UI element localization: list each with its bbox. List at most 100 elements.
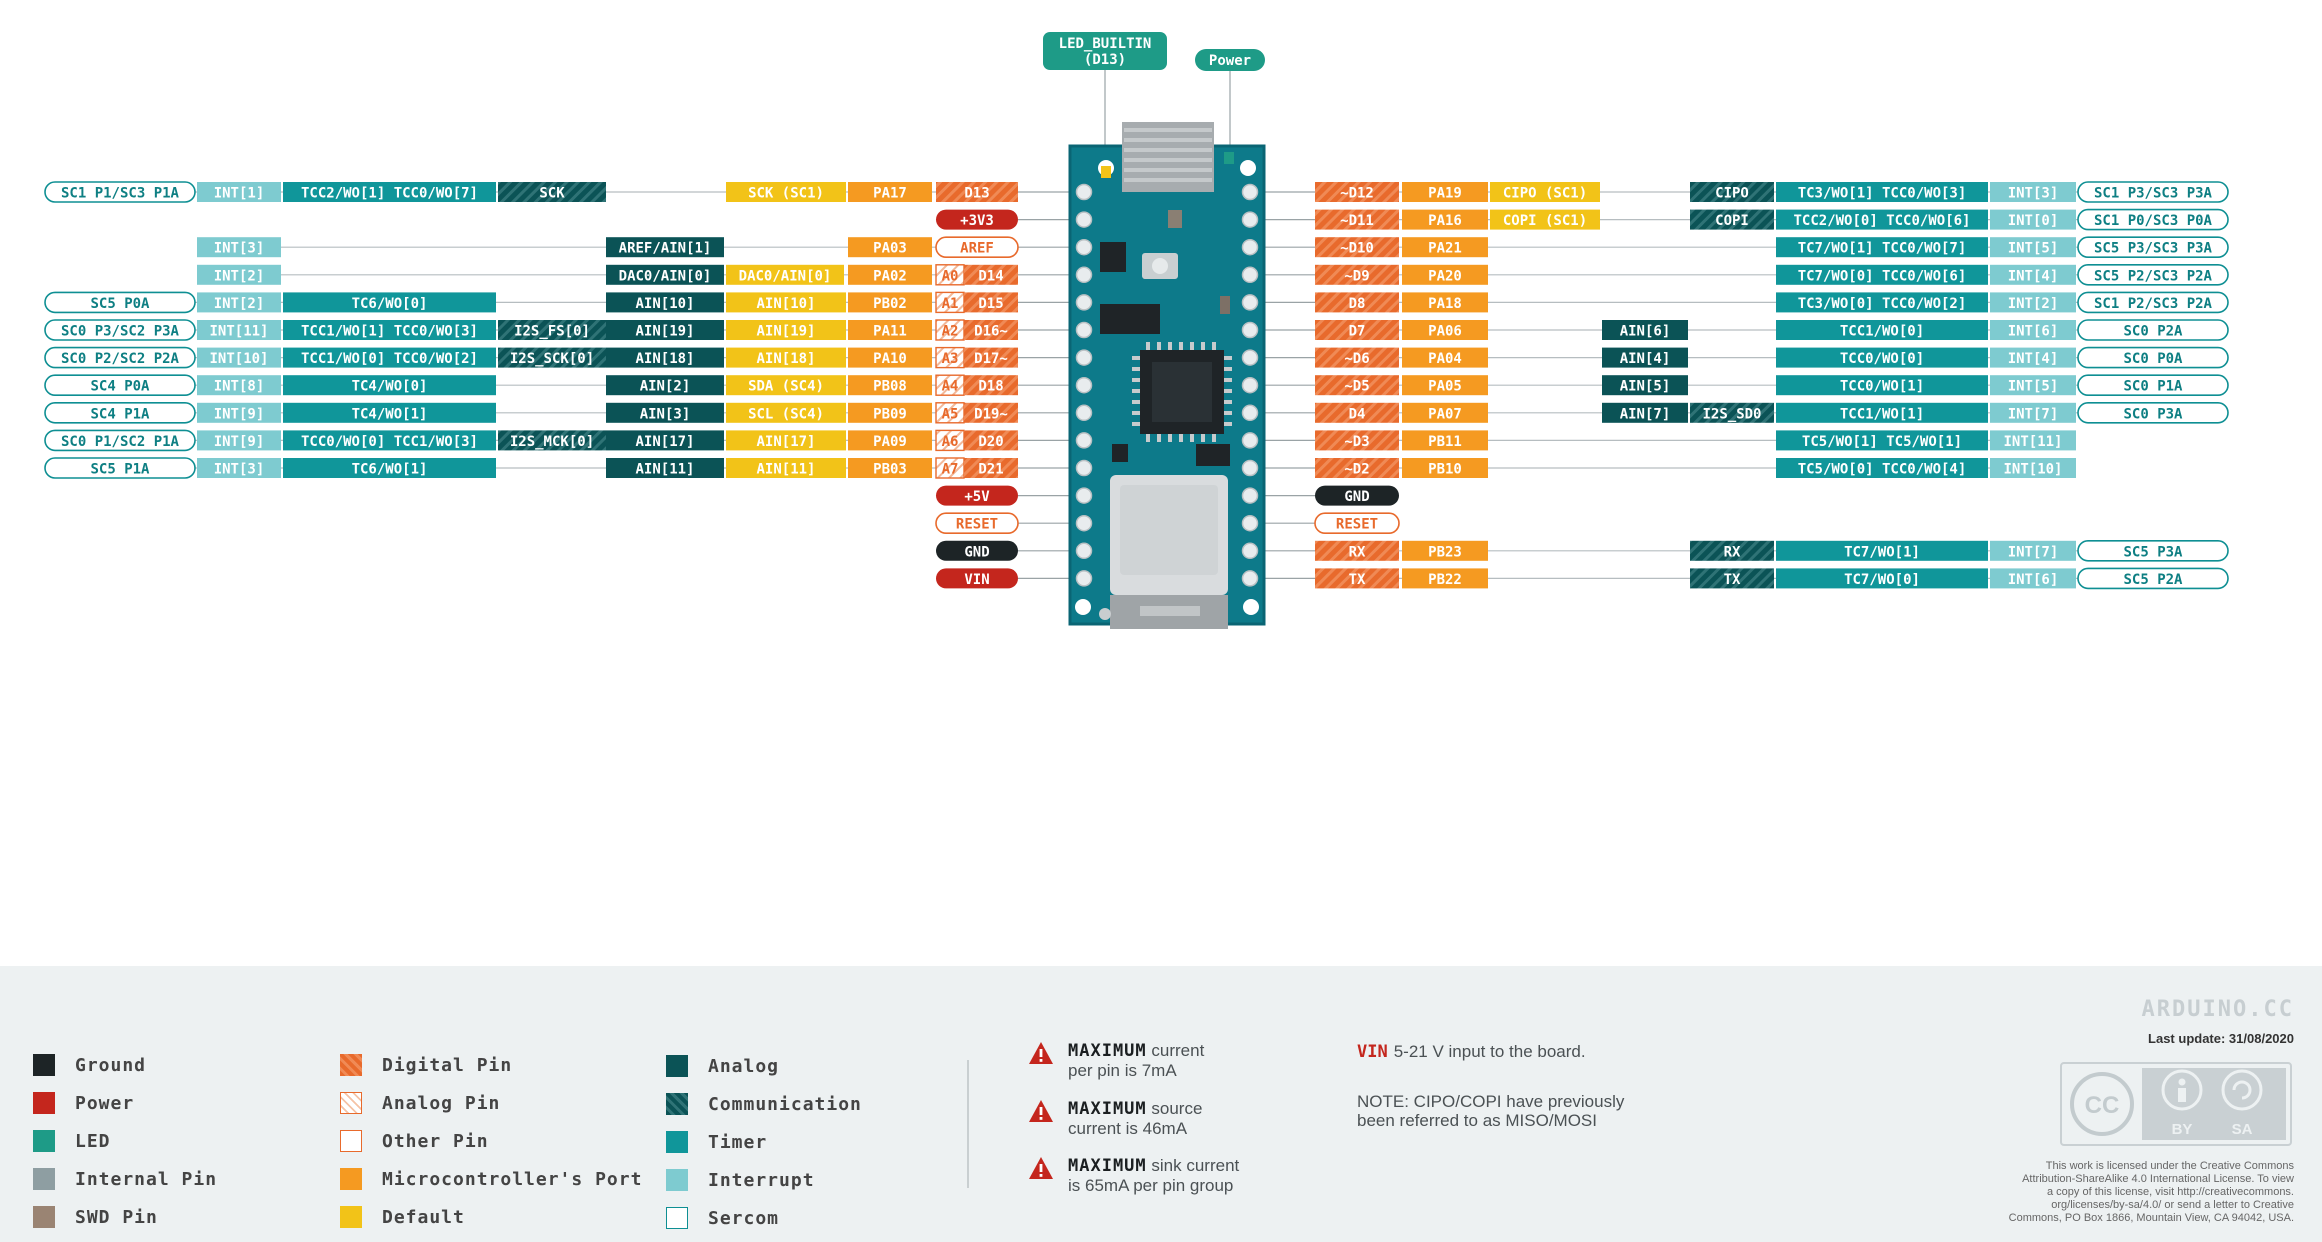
header-pin-d13: D13 bbox=[936, 182, 1018, 202]
right-sercom-sc1-p3-sc3-p3a-text: SC1 P3/SC3 P3A bbox=[2094, 186, 2213, 202]
right-interrupt-int-3: INT[3] bbox=[1990, 182, 2076, 202]
right-port-pa04: PA04 bbox=[1402, 347, 1488, 368]
left-sercom-sc1-p1-sc3-p1a: SC1 P1/SC3 P1A bbox=[44, 181, 196, 203]
left-analog-ain-18-text: AIN[18] bbox=[635, 351, 694, 367]
header-pin-right-d9: ~D9 bbox=[1315, 264, 1399, 285]
legend-swatch bbox=[33, 1168, 55, 1190]
usb-connector-rib bbox=[1124, 148, 1212, 152]
svg-text:SA: SA bbox=[2232, 1121, 2253, 1138]
legend-label: Analog Pin bbox=[382, 1092, 501, 1114]
left-default-sck-sc1: SCK (SC1) bbox=[726, 182, 846, 202]
right-timer-tc7-wo-1: TC7/WO[1] bbox=[1776, 540, 1988, 561]
left-comm-i2s-sck-0-text: I2S_SCK[0] bbox=[510, 351, 594, 367]
right-interrupt-int-5: INT[5] bbox=[1990, 237, 2076, 258]
left-interrupt-int-2: INT[2] bbox=[197, 264, 281, 285]
left-analog-ain-19: AIN[19] bbox=[606, 320, 724, 340]
legend-label: Power bbox=[75, 1092, 135, 1114]
left-analog-ain-11: AIN[11] bbox=[606, 458, 724, 478]
legend-item-analog-pin: Analog Pin bbox=[340, 1091, 500, 1115]
left-sercom-sc0-p1-sc2-p1a: SC0 P1/SC2 P1A bbox=[44, 429, 196, 452]
legend-label: Ground bbox=[75, 1054, 147, 1076]
legend-item-microcontroller-s-port: Microcontroller's Port bbox=[340, 1167, 642, 1191]
right-sercom-sc0-p1a: SC0 P1A bbox=[2077, 374, 2229, 397]
component bbox=[1220, 296, 1230, 314]
right-header-hole bbox=[1241, 266, 1259, 284]
right-header-hole bbox=[1241, 211, 1259, 228]
legend-swatch bbox=[340, 1168, 362, 1190]
led-builtin-label: LED_BUILTIN(D13) bbox=[1043, 32, 1167, 70]
left-port-pa10: PA10 bbox=[848, 347, 932, 368]
right-timer-tc5-wo-1-tc5-wo-1: TC5/WO[1] TC5/WO[1] bbox=[1776, 430, 1988, 451]
left-port-pa11: PA11 bbox=[848, 320, 932, 340]
header-pin-aref-text: AREF bbox=[960, 241, 994, 257]
right-port-pa21-text: PA21 bbox=[1428, 241, 1462, 257]
right-interrupt-int-4-text: INT[4] bbox=[2008, 351, 2059, 367]
left-port-pb09: PB09 bbox=[848, 402, 932, 423]
left-default-ain-11-text: AIN[11] bbox=[756, 462, 815, 478]
right-port-pa16: PA16 bbox=[1402, 209, 1488, 230]
right-port-pa05: PA05 bbox=[1402, 375, 1488, 396]
legend-label: Default bbox=[382, 1206, 465, 1228]
right-interrupt-int-6-text: INT[6] bbox=[2008, 324, 2059, 340]
left-sercom-sc5-p1a-text: SC5 P1A bbox=[90, 462, 150, 478]
power-led-text: Power bbox=[1209, 53, 1251, 69]
right-timer-tc7-wo-0-tcc0-wo-6-text: TC7/WO[0] TCC0/WO[6] bbox=[1798, 268, 1967, 284]
left-interrupt-int-8-text: INT[8] bbox=[214, 379, 265, 395]
legend-item-power: Power bbox=[33, 1091, 134, 1115]
right-sercom-sc1-p2-sc3-p2a-text: SC1 P2/SC3 P2A bbox=[2094, 296, 2213, 312]
left-header-hole bbox=[1075, 238, 1093, 256]
right-sercom-sc5-p2-sc3-p2a-text: SC5 P2/SC3 P2A bbox=[2094, 268, 2213, 284]
right-timer-tcc1-wo-0: TCC1/WO[0] bbox=[1776, 320, 1988, 340]
led-builtin-pin: (D13) bbox=[1084, 52, 1126, 68]
analog-pin-a4: A4 bbox=[942, 379, 959, 395]
header-pin-5v: +5V bbox=[936, 485, 1018, 506]
header-pin-right-d8-text: D8 bbox=[1349, 296, 1366, 312]
regulator-chip bbox=[1100, 242, 1126, 272]
right-port-pb10: PB10 bbox=[1402, 458, 1488, 478]
right-port-pb23-text: PB23 bbox=[1428, 544, 1462, 560]
header-pin-right-d5: ~D5 bbox=[1315, 375, 1399, 396]
right-header-hole bbox=[1241, 349, 1259, 366]
left-port-pa03: PA03 bbox=[848, 237, 932, 258]
left-default-ain-18-text: AIN[18] bbox=[756, 351, 815, 367]
right-timer-tc7-wo-0: TC7/WO[0] bbox=[1776, 568, 1988, 589]
analog-pin-a2: A2 bbox=[942, 324, 959, 340]
legend-item-other-pin: Other Pin bbox=[340, 1129, 489, 1153]
right-port-pa07: PA07 bbox=[1402, 402, 1488, 423]
right-timer-tcc2-wo-0-tcc0-wo-6: TCC2/WO[0] TCC0/WO[6] bbox=[1776, 209, 1988, 230]
right-port-pb10-text: PB10 bbox=[1428, 462, 1462, 478]
left-comm-i2s-mck-0: I2S_MCK[0] bbox=[498, 430, 606, 451]
right-analog-ain-7-text: AIN[7] bbox=[1620, 406, 1671, 422]
analog-pin-a7: A7 bbox=[942, 462, 959, 478]
right-interrupt-int-7: INT[7] bbox=[1990, 402, 2076, 423]
left-header-hole bbox=[1075, 542, 1093, 560]
left-timer-tcc0-wo-0-tcc1-wo-3-text: TCC0/WO[0] TCC1/WO[3] bbox=[301, 434, 478, 450]
right-comm-tx-text: TX bbox=[1724, 572, 1741, 588]
right-comm-i2s-sd0: I2S_SD0 bbox=[1690, 402, 1774, 423]
right-port-pb23: PB23 bbox=[1402, 540, 1488, 561]
left-port-pa09-text: PA09 bbox=[873, 434, 907, 450]
right-timer-tcc2-wo-0-tcc0-wo-6-text: TCC2/WO[0] TCC0/WO[6] bbox=[1793, 213, 1970, 229]
header-pin-right-d10: ~D10 bbox=[1315, 237, 1399, 258]
right-port-pa05-text: PA05 bbox=[1428, 379, 1462, 395]
left-port-pb08: PB08 bbox=[848, 375, 932, 396]
header-pin-gnd-text: GND bbox=[964, 544, 989, 560]
digital-pin-d14: D14 bbox=[978, 268, 1003, 284]
left-header-hole bbox=[1075, 183, 1093, 201]
header-pin-right-tx: TX bbox=[1315, 568, 1399, 589]
digital-pin-d18: D18 bbox=[978, 379, 1003, 395]
right-sercom-sc5-p3-sc3-p3a-text: SC5 P3/SC3 P3A bbox=[2094, 241, 2213, 257]
right-port-pa20-text: PA20 bbox=[1428, 268, 1462, 284]
right-default-cipo-sc1-text: CIPO (SC1) bbox=[1503, 186, 1587, 202]
left-header-hole bbox=[1075, 514, 1093, 532]
left-default-sck-sc1-text: SCK (SC1) bbox=[748, 186, 824, 202]
legend-swatch bbox=[666, 1131, 688, 1153]
left-interrupt-int-3: INT[3] bbox=[197, 237, 281, 258]
right-analog-ain-6: AIN[6] bbox=[1602, 320, 1688, 340]
left-comm-i2s-fs-0-text: I2S_FS[0] bbox=[514, 324, 590, 340]
